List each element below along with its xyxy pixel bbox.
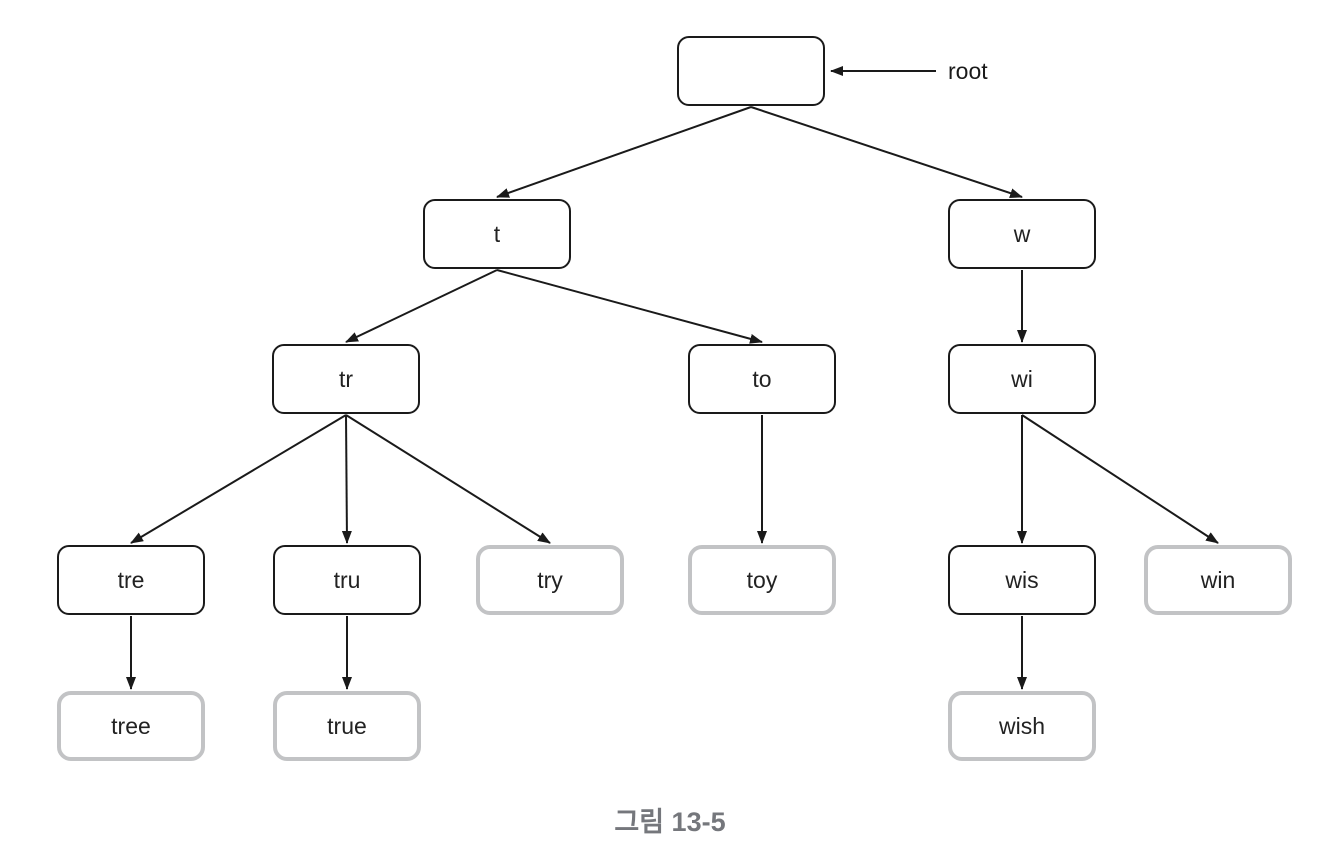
node-win-label: win <box>1200 566 1236 593</box>
node-tre-label: tre <box>117 566 145 593</box>
edge-t-tr <box>345 269 498 343</box>
node-w: w <box>948 199 1096 269</box>
edge-wi-win <box>1021 414 1219 544</box>
node-tre: tre <box>57 545 205 615</box>
node-tree: tree <box>57 691 205 761</box>
node-true-label: true <box>327 712 367 739</box>
node-wis: wis <box>948 545 1096 615</box>
figure-caption: 그림 13-5 <box>614 807 726 837</box>
edge-tr-try <box>345 414 551 544</box>
node-try: try <box>476 545 624 615</box>
node-win: win <box>1144 545 1292 615</box>
node-tr: tr <box>272 344 420 414</box>
edge-tr-tru <box>341 414 352 544</box>
node-to: to <box>688 344 836 414</box>
edge-root-t <box>496 106 752 198</box>
node-to-label: to <box>752 365 772 392</box>
root-pointer-label: root <box>948 58 988 84</box>
edge-tr-tre <box>130 414 347 544</box>
node-try-label: try <box>537 566 563 593</box>
node-root <box>677 36 825 106</box>
node-tru-label: tru <box>333 566 361 593</box>
edge-t-to <box>496 269 763 344</box>
node-tree-label: tree <box>111 712 151 739</box>
node-toy-label: toy <box>746 566 778 593</box>
node-wish-label: wish <box>998 712 1045 739</box>
node-toy: toy <box>688 545 836 615</box>
node-tru: tru <box>273 545 421 615</box>
node-t: t <box>423 199 571 269</box>
node-true: true <box>273 691 421 761</box>
node-t-label: t <box>493 220 501 247</box>
node-tr-label: tr <box>338 365 354 392</box>
node-wi-label: wi <box>1011 365 1033 392</box>
node-wi: wi <box>948 344 1096 414</box>
node-w-label: w <box>1013 220 1031 247</box>
node-wis-label: wis <box>1005 566 1039 593</box>
edge-root-w <box>750 106 1023 198</box>
node-wish: wish <box>948 691 1096 761</box>
